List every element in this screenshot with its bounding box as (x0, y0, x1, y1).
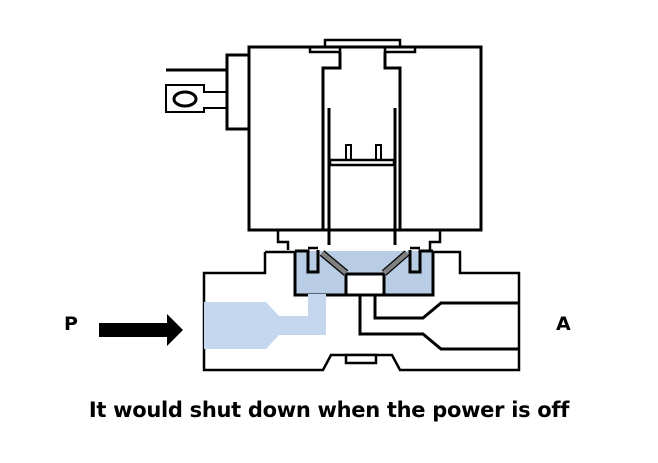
top-cap (323, 38, 402, 47)
armature-tube (321, 52, 402, 230)
outlet-port-label: A (556, 313, 571, 335)
body-drain-plug (344, 353, 378, 365)
valve-orifice (344, 272, 386, 297)
plunger-spring-seat (328, 158, 396, 167)
coil-connector (225, 53, 251, 131)
bonnet-neck (276, 230, 442, 250)
valve-body (202, 250, 521, 372)
terminal-hole (172, 90, 198, 108)
flow-arrow-icon (99, 314, 183, 346)
diagram-caption: It would shut down when the power is off (88, 398, 570, 422)
inlet-port-label: P (64, 313, 78, 335)
inlet-fluid (204, 294, 326, 349)
terminal-lug (165, 84, 228, 113)
outlet-passage (358, 296, 519, 351)
coil-housing (247, 45, 483, 232)
